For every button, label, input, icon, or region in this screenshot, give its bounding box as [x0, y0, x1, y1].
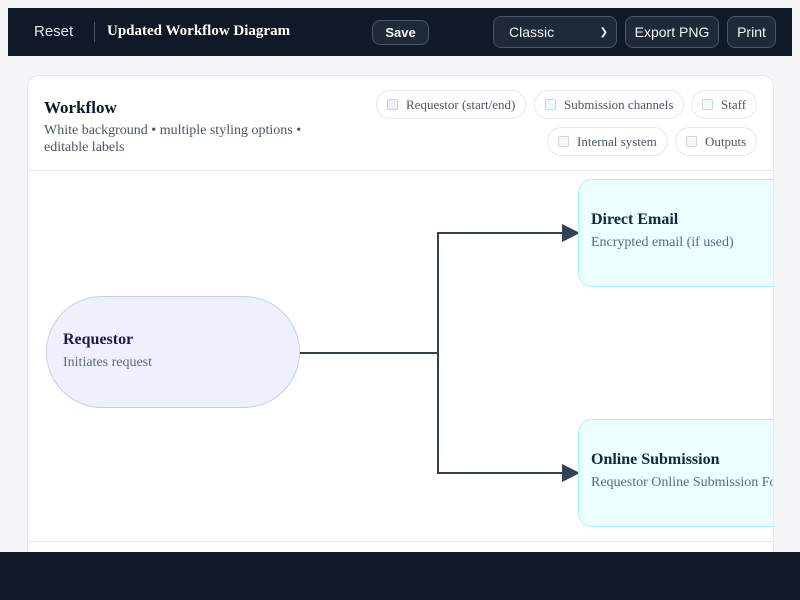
- chevron-down-icon: ❯: [599, 26, 608, 38]
- diagram-title[interactable]: Updated Workflow Diagram: [107, 23, 291, 39]
- legend-label: Requestor (start/end): [406, 96, 516, 112]
- swatch-icon: [702, 99, 713, 110]
- node-desc: Encrypted email (if used): [591, 235, 734, 250]
- print-button[interactable]: Print: [727, 16, 776, 48]
- reset-button[interactable]: Reset: [34, 23, 74, 40]
- legend-item: Submission channels: [534, 90, 685, 119]
- card-subtitle: White background • multiple styling opti…: [44, 123, 302, 155]
- save-button[interactable]: Save: [372, 20, 429, 45]
- export-png-button[interactable]: Export PNG: [625, 16, 719, 48]
- legend-item: Internal system: [547, 127, 668, 156]
- legend-item: Requestor (start/end): [376, 90, 527, 119]
- swatch-icon: [387, 99, 398, 110]
- legend-label: Outputs: [705, 133, 747, 149]
- legend-label: Submission channels: [564, 96, 674, 112]
- node-desc: Requestor Online Submission Fo: [591, 475, 774, 490]
- connector-line: [300, 232, 568, 474]
- connectors: [300, 224, 580, 482]
- divider: [94, 22, 95, 42]
- node-desc: Initiates request: [63, 355, 153, 370]
- node-title: Direct Email: [591, 211, 679, 228]
- node-title: Requestor: [63, 331, 134, 348]
- swatch-icon: [686, 136, 697, 147]
- card-title: Workflow: [44, 98, 117, 117]
- workflow-card: Workflow White background • multiple sty…: [27, 75, 774, 565]
- swatch-icon: [545, 99, 556, 110]
- arrow-head: [562, 464, 580, 482]
- card-header: Workflow White background • multiple sty…: [28, 76, 773, 171]
- node-title: Online Submission: [591, 451, 720, 468]
- legend-item: Outputs: [675, 127, 758, 156]
- swatch-icon: [558, 136, 569, 147]
- legend-label: Staff: [721, 96, 747, 112]
- bottom-bar: [0, 552, 800, 600]
- legend-label: Internal system: [577, 133, 657, 149]
- arrow-head: [562, 224, 580, 242]
- legend-item: Staff: [691, 90, 758, 119]
- divider: [28, 541, 773, 542]
- theme-select[interactable]: Classic ❯: [493, 16, 617, 48]
- top-toolbar: Reset Updated Workflow Diagram Save Clas…: [8, 8, 792, 56]
- theme-select-value: Classic: [509, 24, 555, 40]
